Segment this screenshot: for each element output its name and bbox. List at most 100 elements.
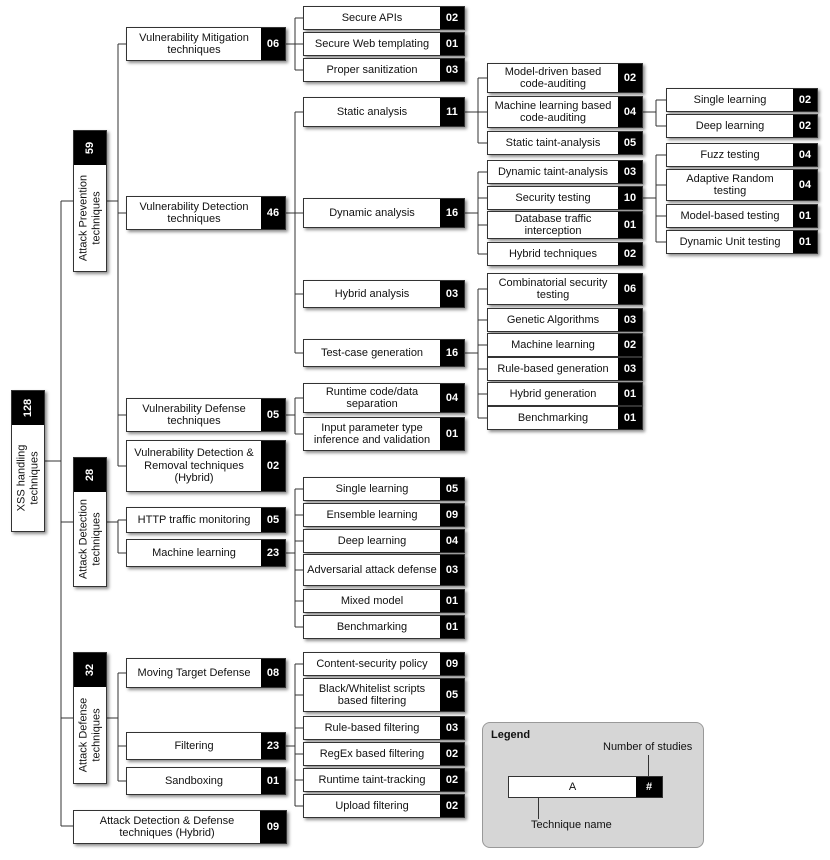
node-label: Adversarial attack defense: [307, 563, 437, 576]
group-attack-defense: 32 Attack Defense techniques: [73, 652, 107, 784]
node-count: 23: [261, 733, 285, 759]
test-case-generation-node: Test-case generation 16: [303, 339, 465, 367]
hybrid-generation-node: Hybrid generation 01: [487, 382, 643, 406]
det-adversarial-attack-defense-node: Adversarial attack defense 03: [303, 554, 465, 586]
node-count: 01: [440, 418, 464, 450]
node-label: Attack Detection & Defense techniques (H…: [99, 814, 235, 840]
secure-web-templating-node: Secure Web templating 01: [303, 32, 465, 56]
node-label: Dynamic Unit testing: [679, 235, 781, 248]
tcg-benchmarking-node: Benchmarking 01: [487, 406, 643, 430]
dynamic-taint-analysis-node: Dynamic taint-analysis 03: [487, 160, 643, 184]
node-count: 02: [261, 441, 285, 491]
root-count: 128: [12, 391, 44, 425]
node-label: Benchmarking: [517, 411, 589, 424]
node-label: Runtime taint-tracking: [318, 773, 426, 786]
legend-sample-label: A: [568, 780, 577, 793]
node-count: 05: [440, 478, 464, 500]
node-label: Machine learning based code-auditing: [494, 99, 612, 125]
node-label: Secure APIs: [341, 11, 403, 24]
vulnerability-detection-removal-node: Vulnerability Detection & Removal techni…: [126, 440, 286, 492]
static-taint-analysis-node: Static taint-analysis 05: [487, 131, 643, 155]
node-count: 03: [440, 281, 464, 307]
group-attack-prevention: 59 Attack Prevention techniques: [73, 130, 107, 272]
group-count: 28: [74, 458, 106, 492]
vulnerability-defense-node: Vulnerability Defense techniques 05: [126, 398, 286, 432]
rule-based-generation-node: Rule-based generation 03: [487, 357, 643, 381]
node-label: Filtering: [174, 739, 214, 752]
vulnerability-detection-node: Vulnerability Detection techniques 46: [126, 196, 286, 230]
legend-technique-label: Technique name: [531, 819, 612, 831]
node-label: Test-case generation: [320, 346, 424, 359]
node-label: Dynamic analysis: [329, 206, 415, 219]
fuzz-testing-node: Fuzz testing 04: [666, 143, 818, 167]
node-label: Machine learning: [152, 546, 236, 559]
upload-filtering-node: Upload filtering 02: [303, 794, 465, 818]
http-traffic-monitoring-node: HTTP traffic monitoring 05: [126, 507, 286, 533]
node-label: Hybrid analysis: [334, 287, 410, 300]
node-label: Dynamic taint-analysis: [497, 165, 609, 178]
legend-sample-count: #: [636, 777, 662, 797]
node-label: Deep learning: [695, 119, 765, 132]
node-label: Fuzz testing: [700, 148, 760, 161]
node-count: 04: [793, 144, 817, 166]
group-attack-detection-defense-hybrid: Attack Detection & Defense techniques (H…: [73, 810, 287, 844]
group-count: 32: [74, 653, 106, 687]
node-count: 01: [618, 407, 642, 429]
root-label: XSS handling techniques: [15, 444, 41, 512]
model-driven-code-auditing-node: Model-driven based code-auditing 02: [487, 63, 643, 93]
group-label: Attack Defense techniques: [77, 697, 103, 773]
legend-number-label: Number of studies: [603, 741, 693, 753]
input-parameter-type-inference-node: Input parameter type inference and valid…: [303, 417, 465, 451]
content-security-policy-node: Content-security policy 09: [303, 652, 465, 676]
group-label: Attack Prevention techniques: [77, 174, 103, 262]
node-count: 10: [618, 187, 642, 209]
genetic-algorithms-node: Genetic Algorithms 03: [487, 308, 643, 332]
sandboxing-node: Sandboxing 01: [126, 767, 286, 795]
secure-apis-node: Secure APIs 02: [303, 6, 465, 30]
node-count: 09: [440, 504, 464, 526]
node-label: Genetic Algorithms: [506, 313, 600, 326]
node-count: 01: [440, 33, 464, 55]
node-count: 03: [440, 59, 464, 81]
node-count: 03: [618, 358, 642, 380]
black-whitelist-filtering-node: Black/Whitelist scripts based filtering …: [303, 678, 465, 712]
node-label: Moving Target Defense: [137, 666, 251, 679]
node-label: Mixed model: [340, 594, 404, 607]
root-node: 128 XSS handling techniques: [11, 390, 45, 532]
group-attack-detection: 28 Attack Detection techniques: [73, 457, 107, 587]
node-count: 02: [618, 334, 642, 356]
node-count: 02: [440, 7, 464, 29]
node-label: RegEx based filtering: [319, 747, 425, 760]
dynamic-unit-testing-node: Dynamic Unit testing 01: [666, 230, 818, 254]
ml-code-auditing-node: Machine learning based code-auditing 04: [487, 96, 643, 128]
node-label: Combinatorial security testing: [498, 276, 608, 302]
node-count: 05: [261, 508, 285, 532]
legend-title: Legend: [491, 729, 531, 741]
node-label: Single learning: [335, 482, 409, 495]
detection-machine-learning-node: Machine learning 23: [126, 539, 286, 567]
node-label: Static analysis: [336, 105, 408, 118]
node-label: Benchmarking: [336, 620, 408, 633]
node-count: 02: [793, 115, 817, 137]
node-count: 02: [618, 64, 642, 92]
node-count: 23: [261, 540, 285, 566]
node-count: 01: [618, 383, 642, 405]
node-label: Vulnerability Detection & Removal techni…: [134, 447, 254, 485]
group-count: 59: [74, 131, 106, 165]
node-count: 02: [440, 795, 464, 817]
static-single-learning-node: Single learning 02: [666, 88, 818, 112]
node-count: 01: [793, 231, 817, 253]
node-label: Upload filtering: [335, 799, 409, 812]
node-label: Deep learning: [337, 534, 407, 547]
node-count: 03: [440, 555, 464, 585]
node-label: Runtime code/data separation: [325, 385, 419, 411]
node-label: HTTP traffic monitoring: [137, 513, 251, 526]
runtime-code-data-separation-node: Runtime code/data separation 04: [303, 383, 465, 413]
hybrid-techniques-node: Hybrid techniques 02: [487, 242, 643, 266]
det-benchmarking-node: Benchmarking 01: [303, 615, 465, 639]
node-count: 16: [440, 340, 464, 366]
node-label: Proper sanitization: [326, 63, 418, 76]
vulnerability-mitigation-node: Vulnerability Mitigation techniques 06: [126, 27, 286, 61]
legend-sample-node: A #: [508, 776, 663, 798]
node-count: 03: [618, 161, 642, 183]
